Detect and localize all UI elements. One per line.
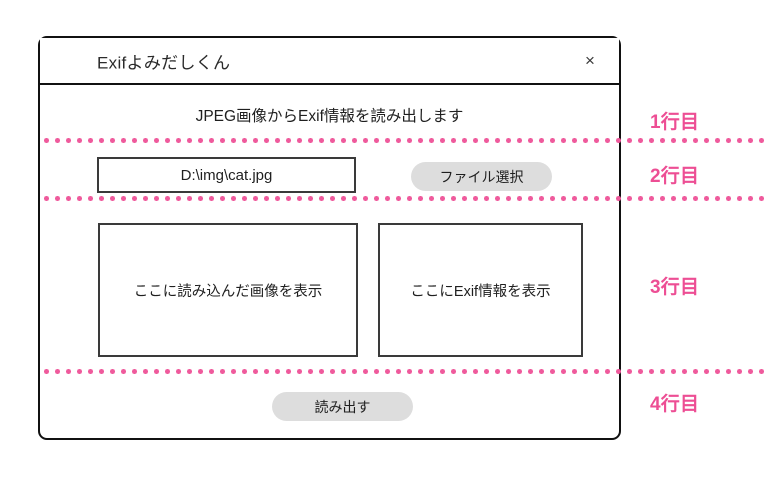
headline-text: JPEG画像からExif情報を読み出します (195, 108, 464, 125)
file-path-input[interactable]: D:\img\cat.jpg (97, 157, 356, 193)
row-label-3: 3行目 (650, 277, 700, 298)
row-label-2: 2行目 (650, 166, 700, 187)
window-title: Exifよみだしくん (97, 53, 231, 72)
row-label-1: 1行目 (650, 112, 700, 133)
read-button[interactable]: 読み出す (272, 392, 413, 421)
row-divider-3 (41, 369, 768, 374)
exif-info-panel: ここにExif情報を表示 (378, 223, 583, 357)
image-preview-panel: ここに読み込んだ画像を表示 (98, 223, 358, 357)
window-titlebar: Exifよみだしくん × (40, 38, 619, 85)
app-window: Exifよみだしくん × JPEG画像からExif情報を読み出します D:\im… (38, 36, 621, 440)
close-icon[interactable]: × (585, 51, 595, 70)
row-divider-1 (41, 138, 768, 143)
window-body: JPEG画像からExif情報を読み出します D:\img\cat.jpg ファイ… (40, 85, 619, 438)
row-label-4: 4行目 (650, 394, 700, 415)
file-select-button[interactable]: ファイル選択 (411, 162, 552, 191)
row-divider-2 (41, 196, 768, 201)
